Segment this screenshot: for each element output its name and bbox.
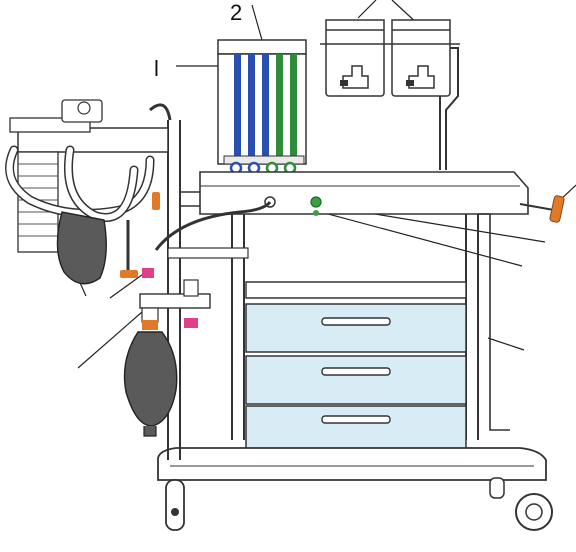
corrugated-hose-inner-core — [65, 147, 137, 221]
label-number-1: l — [154, 56, 159, 81]
flowmeter-top-cap — [217, 39, 307, 55]
drawer-3 — [245, 405, 467, 451]
vaporizer-left-indicator — [340, 80, 348, 86]
leader-line-2 — [251, 4, 263, 41]
vaporizer-right — [391, 19, 451, 97]
vaporizer-left-cap — [325, 19, 385, 31]
wheels — [165, 477, 553, 531]
hose-loop-top — [149, 103, 172, 121]
table-top — [199, 171, 529, 215]
leader-vaporizer-left — [357, 0, 377, 19]
vaporizer-icon — [342, 65, 369, 89]
caster-hub-right — [525, 503, 543, 521]
drawer-3-handle — [321, 415, 391, 424]
leader-bag-connector — [77, 311, 143, 369]
caster-wheel-rear — [489, 477, 505, 499]
flowmeter-tube-green-1 — [276, 54, 283, 158]
cart-base — [157, 447, 547, 481]
reservoir-bag-icon — [56, 211, 107, 285]
valve-dial-icon — [77, 101, 91, 115]
green-knob-icon — [310, 196, 322, 208]
caster-wheel-icon — [165, 479, 185, 531]
flowmeter-tube-green-2 — [290, 54, 297, 158]
cart-right-frame — [478, 213, 510, 431]
handle-rod — [519, 203, 555, 211]
orange-handle-right — [549, 195, 565, 223]
caster-hub-left — [171, 508, 179, 516]
vaporizer-right-cap — [391, 19, 451, 31]
flowmeter-tube-blue-2 — [248, 54, 255, 158]
work-surface — [199, 171, 565, 223]
circuit-bracket — [167, 247, 249, 259]
pink-connector-2 — [184, 318, 198, 328]
branch-valve — [183, 279, 199, 297]
label-number-2: 2 — [230, 0, 242, 25]
fresh-gas-hose — [154, 200, 272, 251]
circuit-branch — [139, 293, 211, 309]
corrugated-hose-outer-inner — [6, 147, 153, 217]
drawer-top-plate — [245, 281, 467, 299]
orange-clip-upper — [152, 192, 160, 210]
pink-connector-1 — [142, 268, 154, 278]
flowmeter-assembly — [217, 39, 307, 175]
flowmeter-base — [223, 155, 305, 165]
orange-clip-lower — [120, 270, 138, 278]
bag-mount — [141, 307, 159, 323]
drawer-2 — [245, 355, 467, 405]
bag-tail — [143, 426, 157, 437]
drawer-2-handle — [321, 367, 391, 376]
bag-neck-orange — [142, 320, 158, 330]
flowmeter-tube-blue-1 — [234, 54, 241, 158]
flowmeter-tube-blue-3 — [262, 54, 269, 158]
vaporizer-gas-pipe — [445, 47, 459, 170]
vaporizer-left — [325, 19, 385, 97]
breathing-system — [5, 99, 272, 460]
reservoir-bag-icon — [123, 331, 178, 427]
mounting-arm — [180, 191, 200, 207]
vaporizer-icon — [408, 65, 435, 89]
green-knob-small-icon — [313, 210, 319, 216]
vaporizer-right-indicator — [406, 80, 414, 86]
drawer-1 — [245, 303, 467, 353]
leader-pink-connector — [109, 271, 147, 299]
leader-cart-frame — [487, 337, 525, 351]
drawer-1-handle — [321, 317, 391, 326]
